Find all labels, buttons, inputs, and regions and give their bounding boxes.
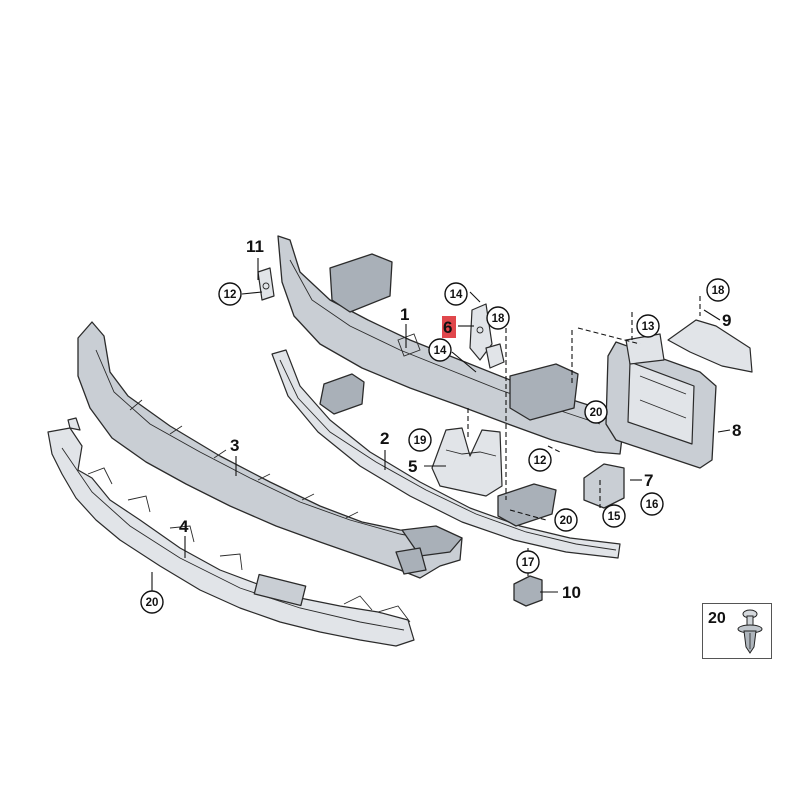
- callout-15: 15: [602, 504, 626, 528]
- callout-13: 13: [636, 314, 660, 338]
- callout-18-right: 18: [706, 278, 730, 302]
- label-part-11: 11: [246, 237, 264, 256]
- svg-text:19: 19: [414, 435, 427, 447]
- legend-part-20: 20: [702, 603, 772, 659]
- legend-number: 20: [708, 610, 726, 627]
- callout-12-center: 12: [528, 448, 552, 472]
- label-part-1: 1: [400, 305, 409, 324]
- svg-text:17: 17: [522, 557, 535, 569]
- label-part-2: 2: [380, 429, 389, 448]
- part-10-block[interactable]: [513, 575, 543, 607]
- callout-14-lower: 14: [428, 338, 452, 362]
- part-9-air-duct[interactable]: [667, 319, 753, 373]
- svg-text:18: 18: [712, 285, 725, 297]
- svg-text:12: 12: [534, 455, 547, 467]
- push-rivet-icon: [737, 609, 763, 654]
- label-part-9: 9: [722, 311, 731, 330]
- label-part-8: 8: [732, 421, 741, 440]
- part-5-bracket[interactable]: [431, 427, 503, 497]
- part-3-energy-absorber[interactable]: [77, 321, 463, 579]
- svg-text:20: 20: [560, 515, 573, 527]
- svg-text:6: 6: [443, 318, 452, 337]
- callout-14-upper: 14: [444, 282, 468, 306]
- part-2-trim-strip[interactable]: [271, 349, 621, 559]
- label-part-10: 10: [562, 583, 581, 602]
- part-11-bracket[interactable]: [257, 267, 275, 301]
- svg-text:13: 13: [642, 321, 655, 333]
- svg-text:16: 16: [646, 499, 659, 511]
- callout-20-right: 20: [584, 400, 608, 424]
- part-4-lower-carrier[interactable]: [47, 417, 415, 647]
- label-part-7: 7: [644, 471, 653, 490]
- label-part-3: 3: [230, 436, 239, 455]
- part-8-radiator-frame[interactable]: [605, 341, 717, 469]
- callout-17: 17: [516, 550, 540, 574]
- label-part-6-highlight: 6: [442, 316, 456, 338]
- label-part-4: 4: [179, 517, 189, 536]
- label-part-5: 5: [408, 457, 417, 476]
- svg-text:18: 18: [492, 313, 505, 325]
- callout-20-lower-left: 20: [140, 590, 164, 614]
- callout-19: 19: [408, 428, 432, 452]
- part-7-bracket[interactable]: [583, 463, 625, 509]
- part-1-bumper-beam[interactable]: [277, 235, 625, 527]
- svg-text:15: 15: [608, 511, 621, 523]
- callout-20-center: 20: [554, 508, 578, 532]
- callout-16: 16: [640, 492, 664, 516]
- callout-12-left: 12: [218, 282, 242, 306]
- svg-text:12: 12: [224, 289, 237, 301]
- svg-text:20: 20: [146, 597, 159, 609]
- svg-text:20: 20: [590, 407, 603, 419]
- callout-18-center: 18: [486, 306, 510, 330]
- svg-text:14: 14: [450, 289, 463, 301]
- svg-text:14: 14: [434, 345, 447, 357]
